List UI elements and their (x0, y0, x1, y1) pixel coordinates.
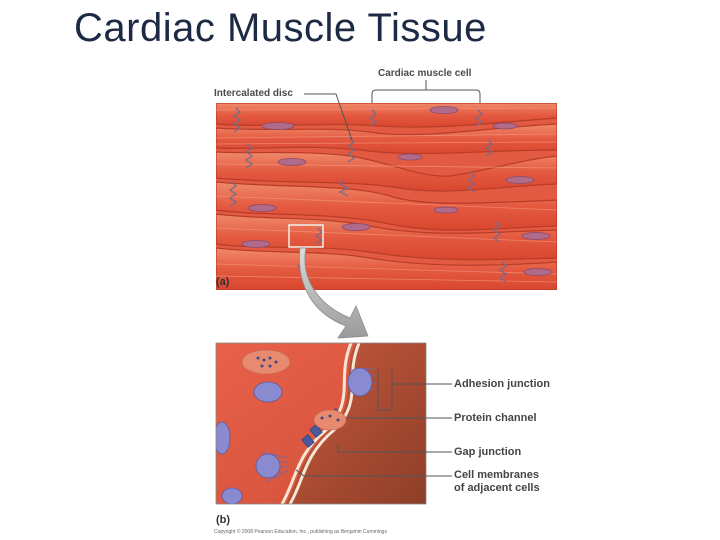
intercalated-disc-label: Intercalated disc (214, 88, 293, 99)
cell-membranes-line2: of adjacent cells (454, 482, 540, 494)
slide-title: Cardiac Muscle Tissue (74, 6, 487, 50)
protein-channel-label: Protein channel (454, 412, 537, 424)
intercalated-disc-leader (304, 93, 353, 141)
panel-a-label: (a) (216, 276, 230, 288)
cell-brace (371, 89, 481, 103)
zoom-box (288, 224, 324, 248)
cardiac-muscle-cell-label: Cardiac muscle cell (378, 68, 472, 79)
muscle-fibers-image (216, 103, 557, 290)
adhesion-junction-label: Adhesion junction (454, 378, 550, 390)
cell-membranes-line1: Cell membranes (454, 469, 539, 481)
panel-b-leaders (295, 370, 452, 477)
panel-b-label: (b) (216, 514, 231, 526)
gap-junction-label: Gap junction (454, 446, 522, 458)
zoom-arrow (299, 247, 369, 339)
cell-membranes-label: Cell membranes of adjacent cells (454, 469, 540, 495)
copyright-text: Copyright © 2008 Pearson Education, Inc.… (214, 529, 387, 535)
junction-closeup-image (216, 343, 426, 504)
